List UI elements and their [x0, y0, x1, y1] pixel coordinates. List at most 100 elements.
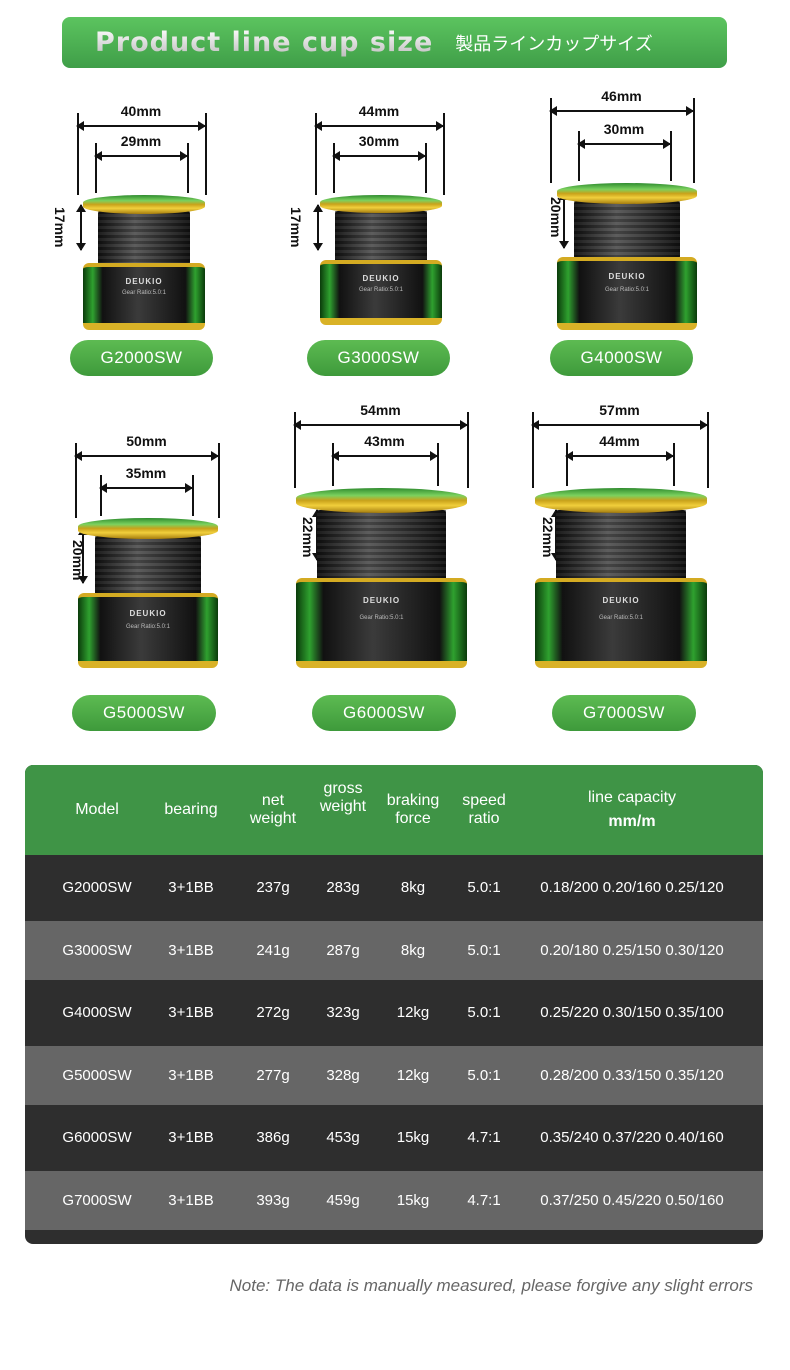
cell-brake: 8kg	[400, 879, 426, 896]
cell-net: 237g	[256, 879, 290, 896]
outer-diameter-arrow	[76, 121, 206, 131]
spool-brand: DEUKIO	[602, 596, 640, 606]
cell-ratio: 5.0:1	[467, 1004, 501, 1021]
header-model: Model	[75, 801, 119, 818]
spool-gear-ratio: Gear Ratio:5.0:1	[358, 286, 404, 293]
inner-diameter-arrow	[565, 451, 674, 461]
model-badge: G7000SW	[552, 695, 696, 731]
dimension-guide	[333, 143, 335, 193]
cell-bearing: 3+1BB	[168, 1066, 214, 1084]
dimension-guide	[467, 412, 469, 488]
cell-bearing: 3+1BB	[168, 1129, 214, 1146]
cell-net: 277g	[256, 1066, 290, 1084]
cell-brake: 15kg	[396, 1191, 430, 1209]
dimension-guide	[315, 113, 317, 195]
cell-model: G3000SW	[62, 941, 132, 959]
cell-capacity: 0.37/250 0.45/220 0.50/160	[540, 1191, 724, 1209]
spool-image: DEUKIO Gear Ratio:5.0:1	[557, 183, 697, 330]
spool-brand: DEUKIO	[129, 608, 167, 618]
cell-gross: 287g	[326, 941, 360, 959]
inner-diameter-arrow	[332, 151, 426, 161]
dimension-guide	[670, 131, 672, 181]
height-arrow	[76, 204, 86, 251]
dimension-guide	[707, 412, 709, 488]
cell-model: G4000SW	[62, 1004, 132, 1021]
spool-image: DEUKIO Gear Ratio:5.0:1	[320, 195, 442, 325]
dimension-guide	[443, 113, 445, 195]
cell-bearing: 3+1BB	[168, 1004, 214, 1021]
inner-diameter-label: 29mm	[120, 133, 162, 149]
outer-diameter-label: 40mm	[120, 103, 162, 119]
inner-diameter-label: 30mm	[358, 133, 400, 149]
banner-subtitle: 製品ラインカップサイズ	[455, 33, 653, 54]
dimension-guide	[75, 443, 77, 518]
cell-brake: 12kg	[396, 1066, 430, 1084]
dimension-guide	[332, 443, 334, 486]
title-banner: Product line cup size 製品ラインカップサイズ	[62, 17, 727, 68]
model-badge: G5000SW	[72, 695, 216, 731]
spool-gear-ratio: Gear Ratio:5.0:1	[125, 623, 171, 630]
inner-diameter-arrow	[99, 483, 193, 493]
dimension-guide	[205, 113, 207, 195]
outer-diameter-label: 44mm	[358, 103, 400, 119]
outer-diameter-arrow	[293, 420, 468, 430]
spool-gear-ratio: Gear Ratio:5.0:1	[604, 286, 650, 293]
outer-diameter-arrow	[531, 420, 708, 430]
inner-diameter-label: 44mm	[599, 433, 640, 449]
cell-brake: 8kg	[400, 941, 426, 959]
spool-brand: DEUKIO	[362, 273, 400, 283]
cell-gross: 323g	[326, 1004, 360, 1021]
cell-capacity: 0.28/200 0.33/150 0.35/120	[540, 1066, 724, 1084]
dimension-guide	[95, 143, 97, 193]
cell-brake: 12kg	[396, 1004, 430, 1021]
dimension-guide	[693, 98, 695, 183]
model-badge: G4000SW	[550, 340, 693, 376]
inner-diameter-label: 30mm	[603, 121, 645, 137]
cell-brake: 15kg	[396, 1129, 430, 1146]
spool-brand: DEUKIO	[608, 271, 646, 281]
dimension-guide	[437, 443, 439, 486]
dimension-guide	[218, 443, 220, 518]
inner-diameter-arrow	[331, 451, 438, 461]
height-arrow	[313, 204, 323, 251]
dimension-guide	[100, 475, 102, 516]
cell-bearing: 3+1BB	[168, 941, 214, 959]
inner-diameter-arrow	[94, 151, 188, 161]
dimension-guide	[425, 143, 427, 193]
outer-diameter-label: 50mm	[126, 433, 167, 449]
spool-brand: DEUKIO	[125, 276, 163, 286]
cell-gross: 283g	[326, 879, 360, 896]
cell-model: G7000SW	[62, 1191, 132, 1209]
cell-ratio: 4.7:1	[467, 1129, 501, 1146]
footnote: Note: The data is manually measured, ple…	[229, 1276, 753, 1295]
spool-image: DEUKIO Gear Ratio:5.0:1	[78, 518, 218, 668]
cell-ratio: 5.0:1	[467, 941, 501, 959]
cell-net: 241g	[256, 941, 290, 959]
outer-diameter-label: 57mm	[599, 402, 640, 418]
outer-diameter-label: 54mm	[360, 402, 401, 418]
cell-bearing: 3+1BB	[168, 1191, 214, 1209]
outer-diameter-label: 46mm	[601, 88, 642, 104]
cell-ratio: 5.0:1	[467, 1066, 501, 1084]
dimension-guide	[192, 475, 194, 516]
banner-title: Product line cup size	[95, 27, 434, 58]
spool-gear-ratio: Gear Ratio:5.0:1	[359, 615, 404, 622]
cell-capacity: 0.35/240 0.37/220 0.40/160	[540, 1129, 724, 1146]
model-badge: G3000SW	[307, 340, 450, 376]
cell-gross: 459g	[326, 1191, 360, 1209]
spool-brand: DEUKIO	[362, 596, 401, 606]
cell-model: G2000SW	[62, 879, 132, 896]
dimension-guide	[77, 113, 79, 195]
dimension-guide	[673, 443, 675, 486]
